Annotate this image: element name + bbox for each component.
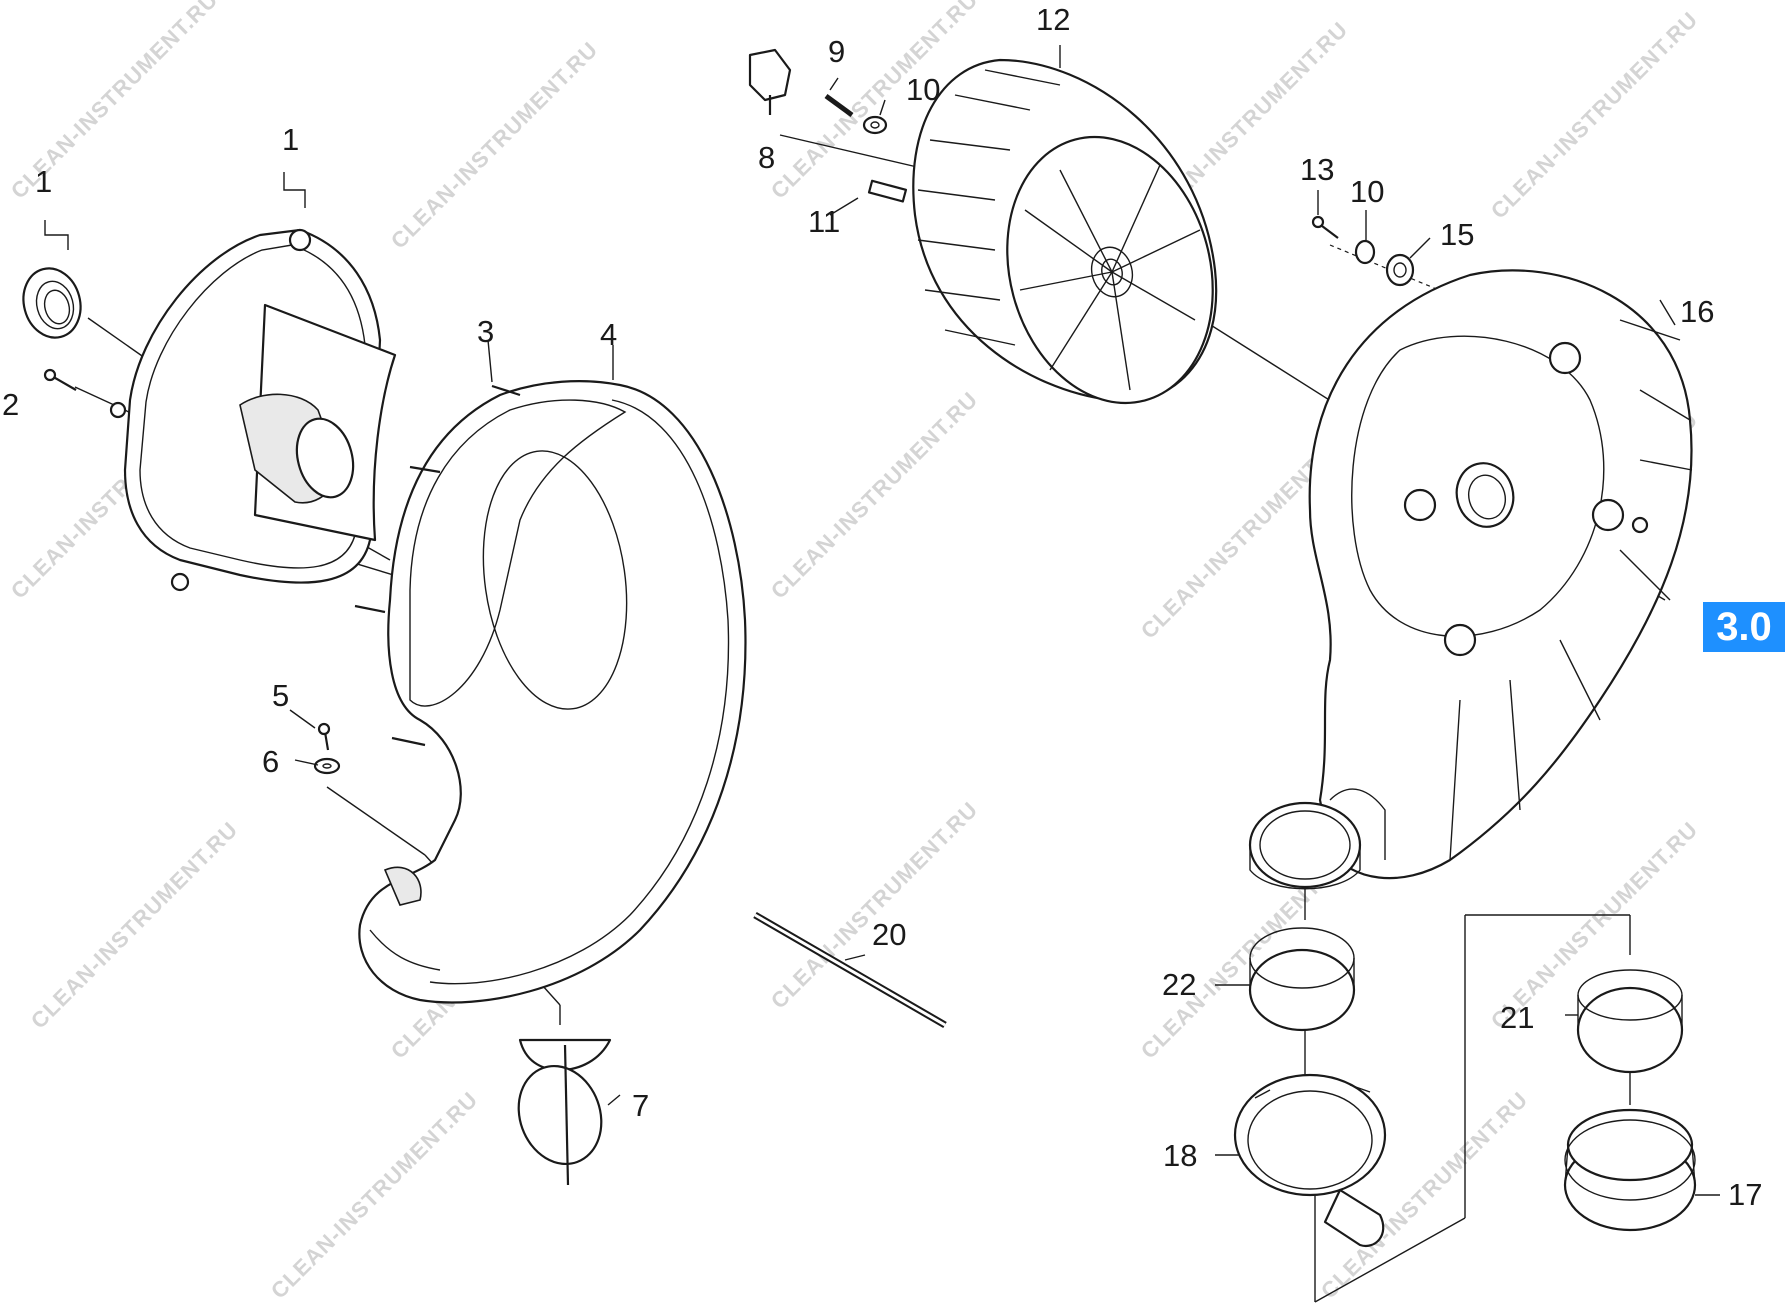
part-screw-washer: [313, 722, 341, 775]
watermark: CLEAN-INSTRUMENT.RU: [766, 387, 983, 604]
callout-label: 10: [1350, 174, 1384, 209]
part-flap-valve: [517, 1038, 612, 1186]
callout-label: 1: [35, 164, 52, 199]
part-ring-21: [1576, 969, 1684, 1074]
part-screw: [43, 368, 77, 391]
part-hub-hardware-right: [1311, 215, 1415, 287]
watermark: CLEAN-INSTRUMENT.RU: [386, 37, 603, 254]
watermark: CLEAN-INSTRUMENT.RU: [1486, 7, 1703, 224]
watermark: CLEAN-INSTRUMENT.RU: [266, 1087, 483, 1304]
callout-label: 17: [1728, 1177, 1762, 1212]
callout-label: 5: [272, 678, 289, 713]
part-cover-plate: [109, 228, 397, 592]
callout-label: 22: [1162, 967, 1196, 1002]
callout-numbers: 1 1 2 3 4 5 6 7 8 9 10 11 12 13 10 15 16…: [2, 2, 1762, 1212]
part-hub-hardware: [748, 48, 908, 203]
callout-label: 11: [808, 204, 840, 239]
callout-label: 7: [632, 1088, 649, 1123]
watermark: CLEAN-INSTRUMENT.RU: [26, 817, 243, 1034]
callout-label: 21: [1500, 1000, 1534, 1035]
callout-label: 9: [828, 34, 845, 69]
part-sleeve-17: [1563, 1108, 1697, 1232]
part-shaft: [753, 911, 947, 1029]
part-housing-spigot: [1248, 801, 1362, 890]
callout-label: 2: [2, 387, 19, 422]
page-badge: 3.0: [1703, 602, 1785, 652]
callout-label: 16: [1680, 294, 1714, 329]
part-housing-left: [358, 380, 747, 1004]
callout-label: 3: [477, 314, 494, 349]
callout-label: 10: [906, 72, 940, 107]
callout-label: 18: [1163, 1138, 1197, 1173]
callout-label: 12: [1036, 2, 1070, 37]
callout-label: 6: [262, 744, 279, 779]
callout-ticks: [44, 45, 1720, 1196]
part-clamp-ring-18: [1233, 1073, 1387, 1248]
part-impeller: [912, 58, 1218, 405]
callout-label: 15: [1440, 217, 1474, 252]
part-housing-right: [1308, 269, 1693, 880]
callout-label: 1: [282, 122, 299, 157]
callout-label: 13: [1300, 152, 1334, 187]
callout-label: 4: [600, 317, 617, 352]
callout-label: 8: [758, 140, 775, 175]
callout-label: 20: [872, 917, 906, 952]
part-ring-seal: [22, 267, 82, 339]
part-screws: [354, 384, 521, 747]
